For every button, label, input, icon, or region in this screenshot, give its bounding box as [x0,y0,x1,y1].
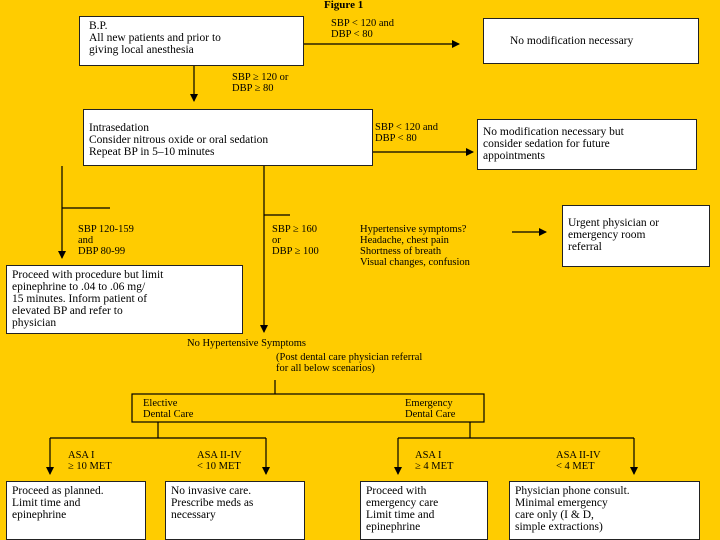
label-asa2-4met: ASA II-IV < 4 MET [556,450,601,472]
label-sbp-ge-120: SBP ≥ 120 or DBP ≥ 80 [232,72,289,94]
label-emergency-dental-care: Emergency Dental Care [405,398,456,420]
bp-box: B.P. All new patients and prior to givin… [79,16,304,66]
label-no-hypertensive-symptoms: No Hypertensive Symptoms [187,338,306,349]
label-elective-dental-care: Elective Dental Care [143,398,194,420]
label-sbp-120-159: SBP 120-159 and DBP 80-99 [78,224,134,257]
label-sbp-lt-120-a: SBP < 120 and DBP < 80 [331,18,394,40]
proceed-emergency-box: Proceed with emergency care Limit time a… [360,481,488,540]
urgent-referral-box: Urgent physician or emergency room refer… [562,205,710,267]
proceed-limit-epinephrine-box: Proceed with procedure but limit epineph… [6,265,243,334]
intrasedation-box: Intrasedation Consider nitrous oxide or … [83,109,373,166]
label-post-dental-referral: (Post dental care physician referral for… [276,352,423,374]
physician-phone-consult-box: Physician phone consult. Minimal emergen… [509,481,700,540]
proceed-as-planned-box: Proceed as planned. Limit time and epine… [6,481,146,540]
label-asa1-10met: ASA I ≥ 10 MET [68,450,112,472]
label-sbp-lt-120-b: SBP < 120 and DBP < 80 [375,122,438,144]
label-hypertensive-symptoms: Hypertensive symptoms? Headache, chest p… [360,224,470,268]
figure-title: Figure 1 [324,0,364,11]
label-asa1-4met: ASA I ≥ 4 MET [415,450,454,472]
no-invasive-care-box: No invasive care. Prescribe meds as nece… [165,481,305,540]
label-sbp-ge-160: SBP ≥ 160 or DBP ≥ 100 [272,224,319,257]
label-asa2-10met: ASA II-IV < 10 MET [197,450,242,472]
no-modification-box: No modification necessary [483,18,699,64]
no-modification-sedation-box: No modification necessary but consider s… [477,119,697,170]
care-type-box [131,393,485,423]
